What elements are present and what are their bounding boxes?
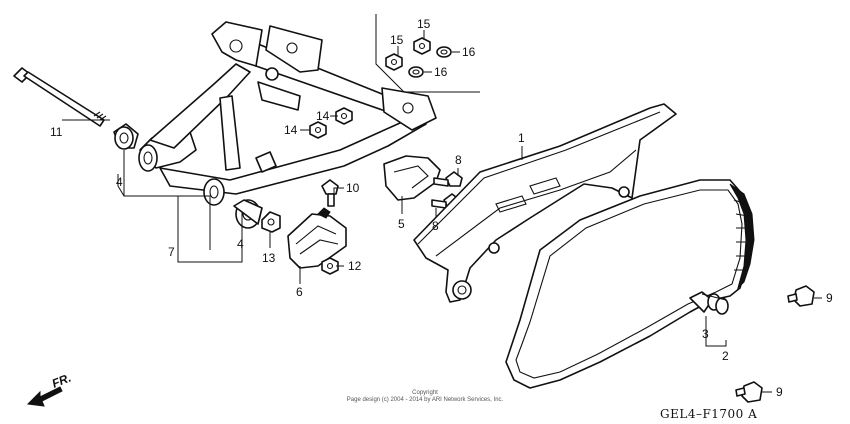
drive-chain[interactable]	[505, 179, 755, 389]
callout-9-a: 9	[826, 291, 833, 305]
bushing-left[interactable]	[113, 123, 139, 150]
nut-14-a[interactable]	[309, 121, 327, 139]
callout-15-b: 15	[417, 17, 431, 31]
callout-8-b: 8	[432, 219, 439, 233]
callout-16-a: 16	[462, 45, 476, 59]
copyright-line-1: Copyright	[412, 390, 438, 396]
chain-slider[interactable]	[287, 207, 347, 269]
slider-bolt-10[interactable]	[321, 179, 339, 207]
chain-guide[interactable]	[383, 155, 441, 201]
slider-nut-12[interactable]	[321, 257, 339, 275]
washer-16-a[interactable]	[436, 46, 452, 58]
master-link[interactable]	[689, 291, 729, 315]
callout-2: 2	[722, 349, 729, 363]
pivot-bolt[interactable]	[13, 67, 107, 127]
arrow-icon	[26, 386, 63, 407]
front-direction-arrow: FR.	[26, 371, 73, 407]
case-bolt-9-b[interactable]	[735, 381, 763, 403]
callout-9-b: 9	[776, 385, 783, 399]
copyright: Copyright Page design (c) 2004 - 2014 by…	[347, 390, 504, 403]
case-bolt-9-a[interactable]	[787, 285, 815, 307]
bushing-right[interactable]	[233, 199, 263, 229]
callout-13: 13	[262, 251, 276, 265]
callout-7: 7	[168, 245, 175, 259]
callout-3: 3	[702, 327, 709, 341]
callout-14-b: 14	[316, 109, 330, 123]
nut-15-a[interactable]	[385, 53, 403, 71]
swingarm[interactable]	[138, 21, 437, 206]
callout-5: 5	[398, 217, 405, 231]
chain-case[interactable]	[413, 103, 677, 303]
copyright-line-2: Page design (c) 2004 - 2014 by ARI Netwo…	[347, 397, 504, 403]
direction-label: FR.	[50, 371, 73, 391]
callout-1: 1	[518, 131, 525, 145]
callout-15-a: 15	[390, 33, 404, 47]
callouts: 11 4 7 4 13 6 10 12 14 14 15 15 16 16 5 …	[50, 17, 833, 399]
nut-15-b[interactable]	[413, 37, 431, 55]
nut-14-b[interactable]	[335, 107, 353, 125]
callout-16-b: 16	[434, 65, 448, 79]
callout-12: 12	[348, 259, 362, 273]
callout-6: 6	[296, 285, 303, 299]
leader-lines	[62, 30, 822, 393]
pivot-nut[interactable]	[261, 211, 281, 233]
callout-14-a: 14	[284, 123, 298, 137]
guide-bolt-8-a[interactable]	[433, 171, 463, 187]
callout-4-right: 4	[237, 237, 244, 251]
callout-4-left: 4	[116, 175, 123, 189]
callout-10: 10	[346, 181, 360, 195]
diagram-code: GEL4–F1700 A	[660, 407, 757, 421]
callout-8-a: 8	[455, 153, 462, 167]
callout-11: 11	[50, 125, 63, 139]
washer-16-b[interactable]	[408, 66, 424, 78]
